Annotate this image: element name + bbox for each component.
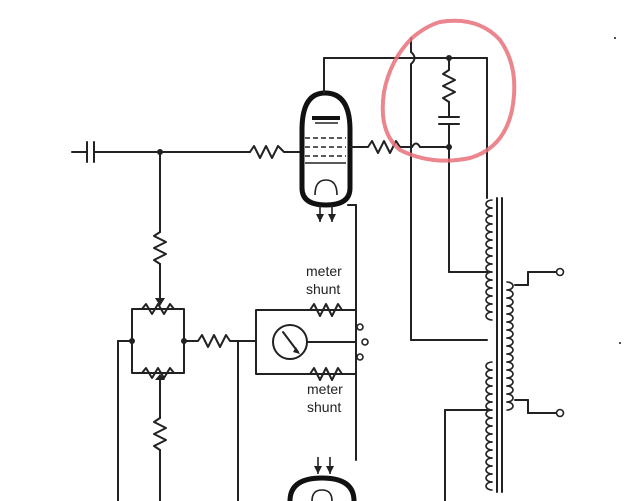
coil-turn [506,377,514,387]
bias-resistor [153,417,167,451]
coil-turn [485,401,493,411]
coil-turn [485,369,493,379]
switch-contact [361,338,369,346]
coil-turn [485,303,493,313]
coil-turn [506,393,514,403]
meter-series-resistor [183,334,239,348]
coil-turn [485,239,493,249]
coil-turn [485,473,493,483]
meter-shunt-label: shunt [307,399,341,415]
coil-turn [506,305,514,315]
coil-turn [506,353,514,363]
coil-turn [485,417,493,427]
coil-turn [485,207,493,217]
coil-turn [485,425,493,435]
coil-turn [485,287,493,297]
coil-turn [485,409,493,419]
rc-network [438,57,460,273]
coil-turn [485,223,493,233]
coil-turn [506,289,514,299]
output-terminal [555,267,565,277]
coil-turn [506,297,514,307]
coil-turn [485,481,493,491]
meter-shunt-resistor [309,367,343,381]
coil-turn [506,337,514,347]
coil-turn [485,385,493,395]
coil-turn [485,361,493,371]
coil-turn [485,279,493,289]
coil-turn [485,263,493,273]
output-transformer [485,197,514,493]
coil-turn [485,457,493,467]
coil-turn [485,393,493,403]
vacuum-tube [299,90,353,222]
highlight-circle [380,18,517,163]
bridge-network [131,303,185,379]
output-terminal [555,408,565,418]
coil-turn [506,401,514,411]
meter-shunt-resistor [309,303,343,317]
meter-icon [272,324,308,360]
coil-turn [485,255,493,265]
grid-leak-resistor [153,231,167,265]
coil-turn [485,441,493,451]
coil-turn [485,433,493,443]
vacuum-tube-lower [287,457,357,501]
switch-contact [356,353,364,361]
coil-turn [485,311,493,321]
feedback-wire [410,37,416,341]
coil-turn [485,231,493,241]
coil-turn [485,271,493,281]
coil-turn [506,361,514,371]
coil-turn [485,247,493,257]
coil-turn [485,199,493,209]
input-capacitor [71,141,161,163]
coil-turn [506,385,514,395]
junction-dot [446,55,452,61]
coil-turn [485,465,493,475]
coil-turn [485,449,493,459]
junction-dot [446,144,452,150]
meter-shunt-label: meter [307,381,343,397]
switch-contact [356,323,364,331]
coil-turn [485,215,493,225]
meter-shunt-label: meter [306,263,342,279]
screen-resistor [349,140,413,154]
crossover-hop [411,142,421,148]
coil-turn [485,295,493,305]
grid-resistor [249,145,301,159]
coil-turn [506,321,514,331]
meter-shunt-label: shunt [306,281,340,297]
coil-turn [506,281,514,291]
coil-turn [485,377,493,387]
coil-turn [506,329,514,339]
coil-turn [506,313,514,323]
coil-turn [506,369,514,379]
coil-turn [506,345,514,355]
